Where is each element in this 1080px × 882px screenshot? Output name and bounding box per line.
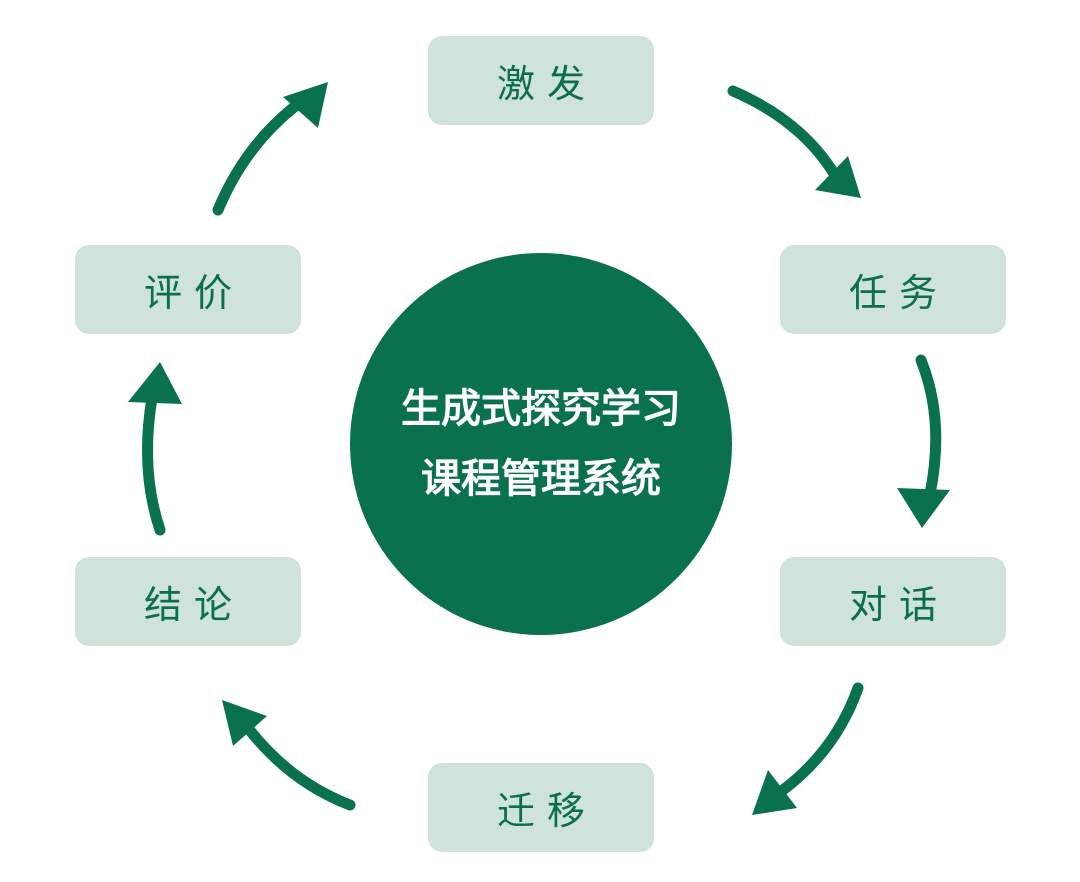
node-jifa: 激发: [428, 36, 654, 125]
arrowhead-jielun: [222, 700, 267, 746]
node-jielun: 结论: [75, 557, 301, 646]
arrow-renwu-to-duihua: [915, 354, 942, 500]
center-title-line1: 生成式探究学习: [401, 386, 681, 432]
node-renwu: 任务: [780, 245, 1006, 334]
node-duihua-label: 对话: [848, 583, 949, 627]
arrowhead-qianyi: [752, 770, 797, 815]
arrowhead-duihua: [897, 488, 950, 528]
node-jielun-label: 结论: [143, 583, 244, 627]
node-pingjia-label: 评价: [143, 271, 244, 315]
arrow-duihua-to-qianyi: [777, 682, 864, 796]
arrow-qianyi-to-jielun: [242, 722, 356, 811]
node-qianyi-label: 迁移: [496, 789, 597, 833]
arrow-pingjia-to-jifa: [212, 98, 304, 216]
arrow-jielun-to-pingjia: [142, 392, 166, 536]
node-qianyi: 迁移: [428, 763, 654, 852]
arrowhead-jifa: [283, 82, 328, 128]
arrowhead-pingjia: [128, 362, 182, 404]
arrowhead-renwu: [815, 156, 861, 198]
center-circle: 生成式探究学习 课程管理系统: [350, 253, 732, 635]
arrow-jifa-to-renwu: [727, 85, 839, 178]
node-renwu-label: 任务: [848, 271, 949, 315]
node-jifa-label: 激发: [496, 62, 597, 106]
node-pingjia: 评价: [75, 245, 301, 334]
node-duihua: 对话: [780, 557, 1006, 646]
center-title-line2: 课程管理系统: [421, 456, 661, 502]
